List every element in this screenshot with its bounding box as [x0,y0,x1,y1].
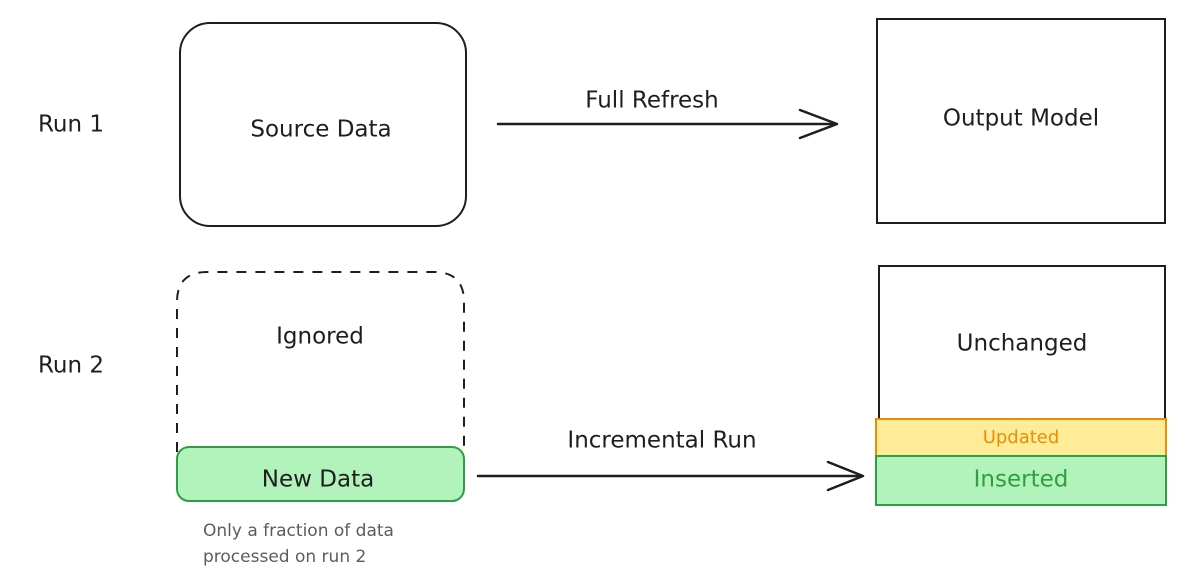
updated-strip [875,418,1167,457]
source-data-box [179,22,467,227]
full-refresh-arrow [496,108,839,140]
updated-label: Updated [982,427,1060,448]
source-data-label: Source Data [250,116,392,143]
unchanged-label: Unchanged [956,330,1088,357]
new-data-label: New Data [261,466,375,493]
fraction-note-line-2: processed on run 2 [203,547,367,567]
ignored-region-dashed [176,271,465,452]
inserted-label: Inserted [973,466,1069,493]
output-model-label: Output Model [942,105,1100,132]
fraction-note-line-1: Only a fraction of data [203,521,394,541]
inserted-strip [875,455,1167,506]
output-model-box [876,18,1166,224]
incremental-run-label: Incremental Run [567,427,757,454]
run-1-label: Run 1 [37,111,105,138]
fraction-note: Only a fraction of data processed on run… [203,518,394,570]
ignored-label: Ignored [276,323,364,350]
new-data-box [176,446,465,502]
full-refresh-label: Full Refresh [585,87,719,114]
incremental-run-arrow [476,460,865,492]
run-2-label: Run 2 [37,352,105,379]
